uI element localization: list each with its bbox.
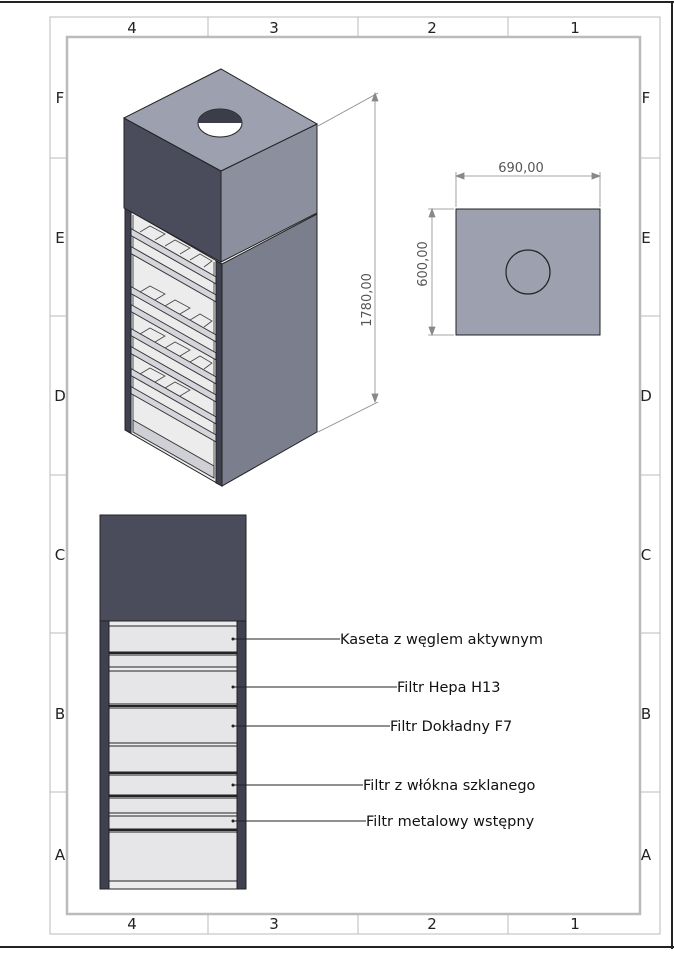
front-view-right-post bbox=[236, 620, 247, 890]
zone-right-F: F bbox=[642, 89, 651, 107]
zone-left-A: A bbox=[55, 846, 66, 864]
top-view: 690,00 600,00 bbox=[416, 161, 602, 337]
body-right-side bbox=[221, 213, 318, 487]
callout-metal-prefilter: Filtr metalowy wstępny bbox=[366, 814, 535, 830]
isometric-view bbox=[122, 68, 319, 487]
zone-left-C: C bbox=[55, 546, 65, 564]
iso-filter-shelves bbox=[129, 227, 219, 444]
zone-right-E: E bbox=[641, 229, 650, 247]
zone-left-E: E bbox=[55, 229, 64, 247]
callout-hepa-h13: Filtr Hepa H13 bbox=[397, 680, 500, 696]
zone-right-D: D bbox=[640, 387, 652, 405]
height-dimension-label: 1780,00 bbox=[360, 273, 375, 327]
zone-bottom-1: 1 bbox=[570, 915, 580, 933]
zone-left-F: F bbox=[56, 89, 65, 107]
zone-ticks bbox=[50, 17, 660, 934]
zone-top-1: 1 bbox=[570, 19, 580, 37]
top-view-outline bbox=[455, 208, 601, 336]
zone-bottom-3: 3 bbox=[269, 915, 279, 933]
callout-glass-fiber: Filtr z włókna szklanego bbox=[363, 778, 536, 794]
front-view-hood bbox=[99, 514, 247, 622]
zone-top-3: 3 bbox=[269, 19, 279, 37]
depth-dimension-label: 600,00 bbox=[416, 241, 431, 287]
callout-fine-f7: Filtr Dokładny F7 bbox=[390, 719, 512, 735]
front-left-post bbox=[124, 207, 132, 434]
zone-top-2: 2 bbox=[427, 19, 437, 37]
zone-right-B: B bbox=[641, 705, 651, 723]
front-view-left-post bbox=[99, 620, 110, 890]
height-dimension bbox=[317, 91, 379, 433]
zone-bottom-2: 2 bbox=[427, 915, 437, 933]
iso-filter-slats bbox=[139, 225, 213, 397]
zone-left-B: B bbox=[55, 705, 65, 723]
front-right-post bbox=[215, 260, 223, 487]
width-dimension-label: 690,00 bbox=[498, 161, 544, 176]
callout-activated-carbon: Kaseta z węglem aktywnym bbox=[340, 632, 543, 648]
zone-right-C: C bbox=[641, 546, 651, 564]
front-view bbox=[99, 514, 247, 890]
exhaust-opening-top bbox=[505, 249, 551, 295]
zone-bottom-4: 4 bbox=[127, 915, 137, 933]
callout-leaders bbox=[233, 638, 397, 822]
zone-top-4: 4 bbox=[127, 19, 137, 37]
front-view-filter-slots bbox=[108, 625, 238, 882]
zone-left-D: D bbox=[54, 387, 66, 405]
zone-right-A: A bbox=[641, 846, 652, 864]
